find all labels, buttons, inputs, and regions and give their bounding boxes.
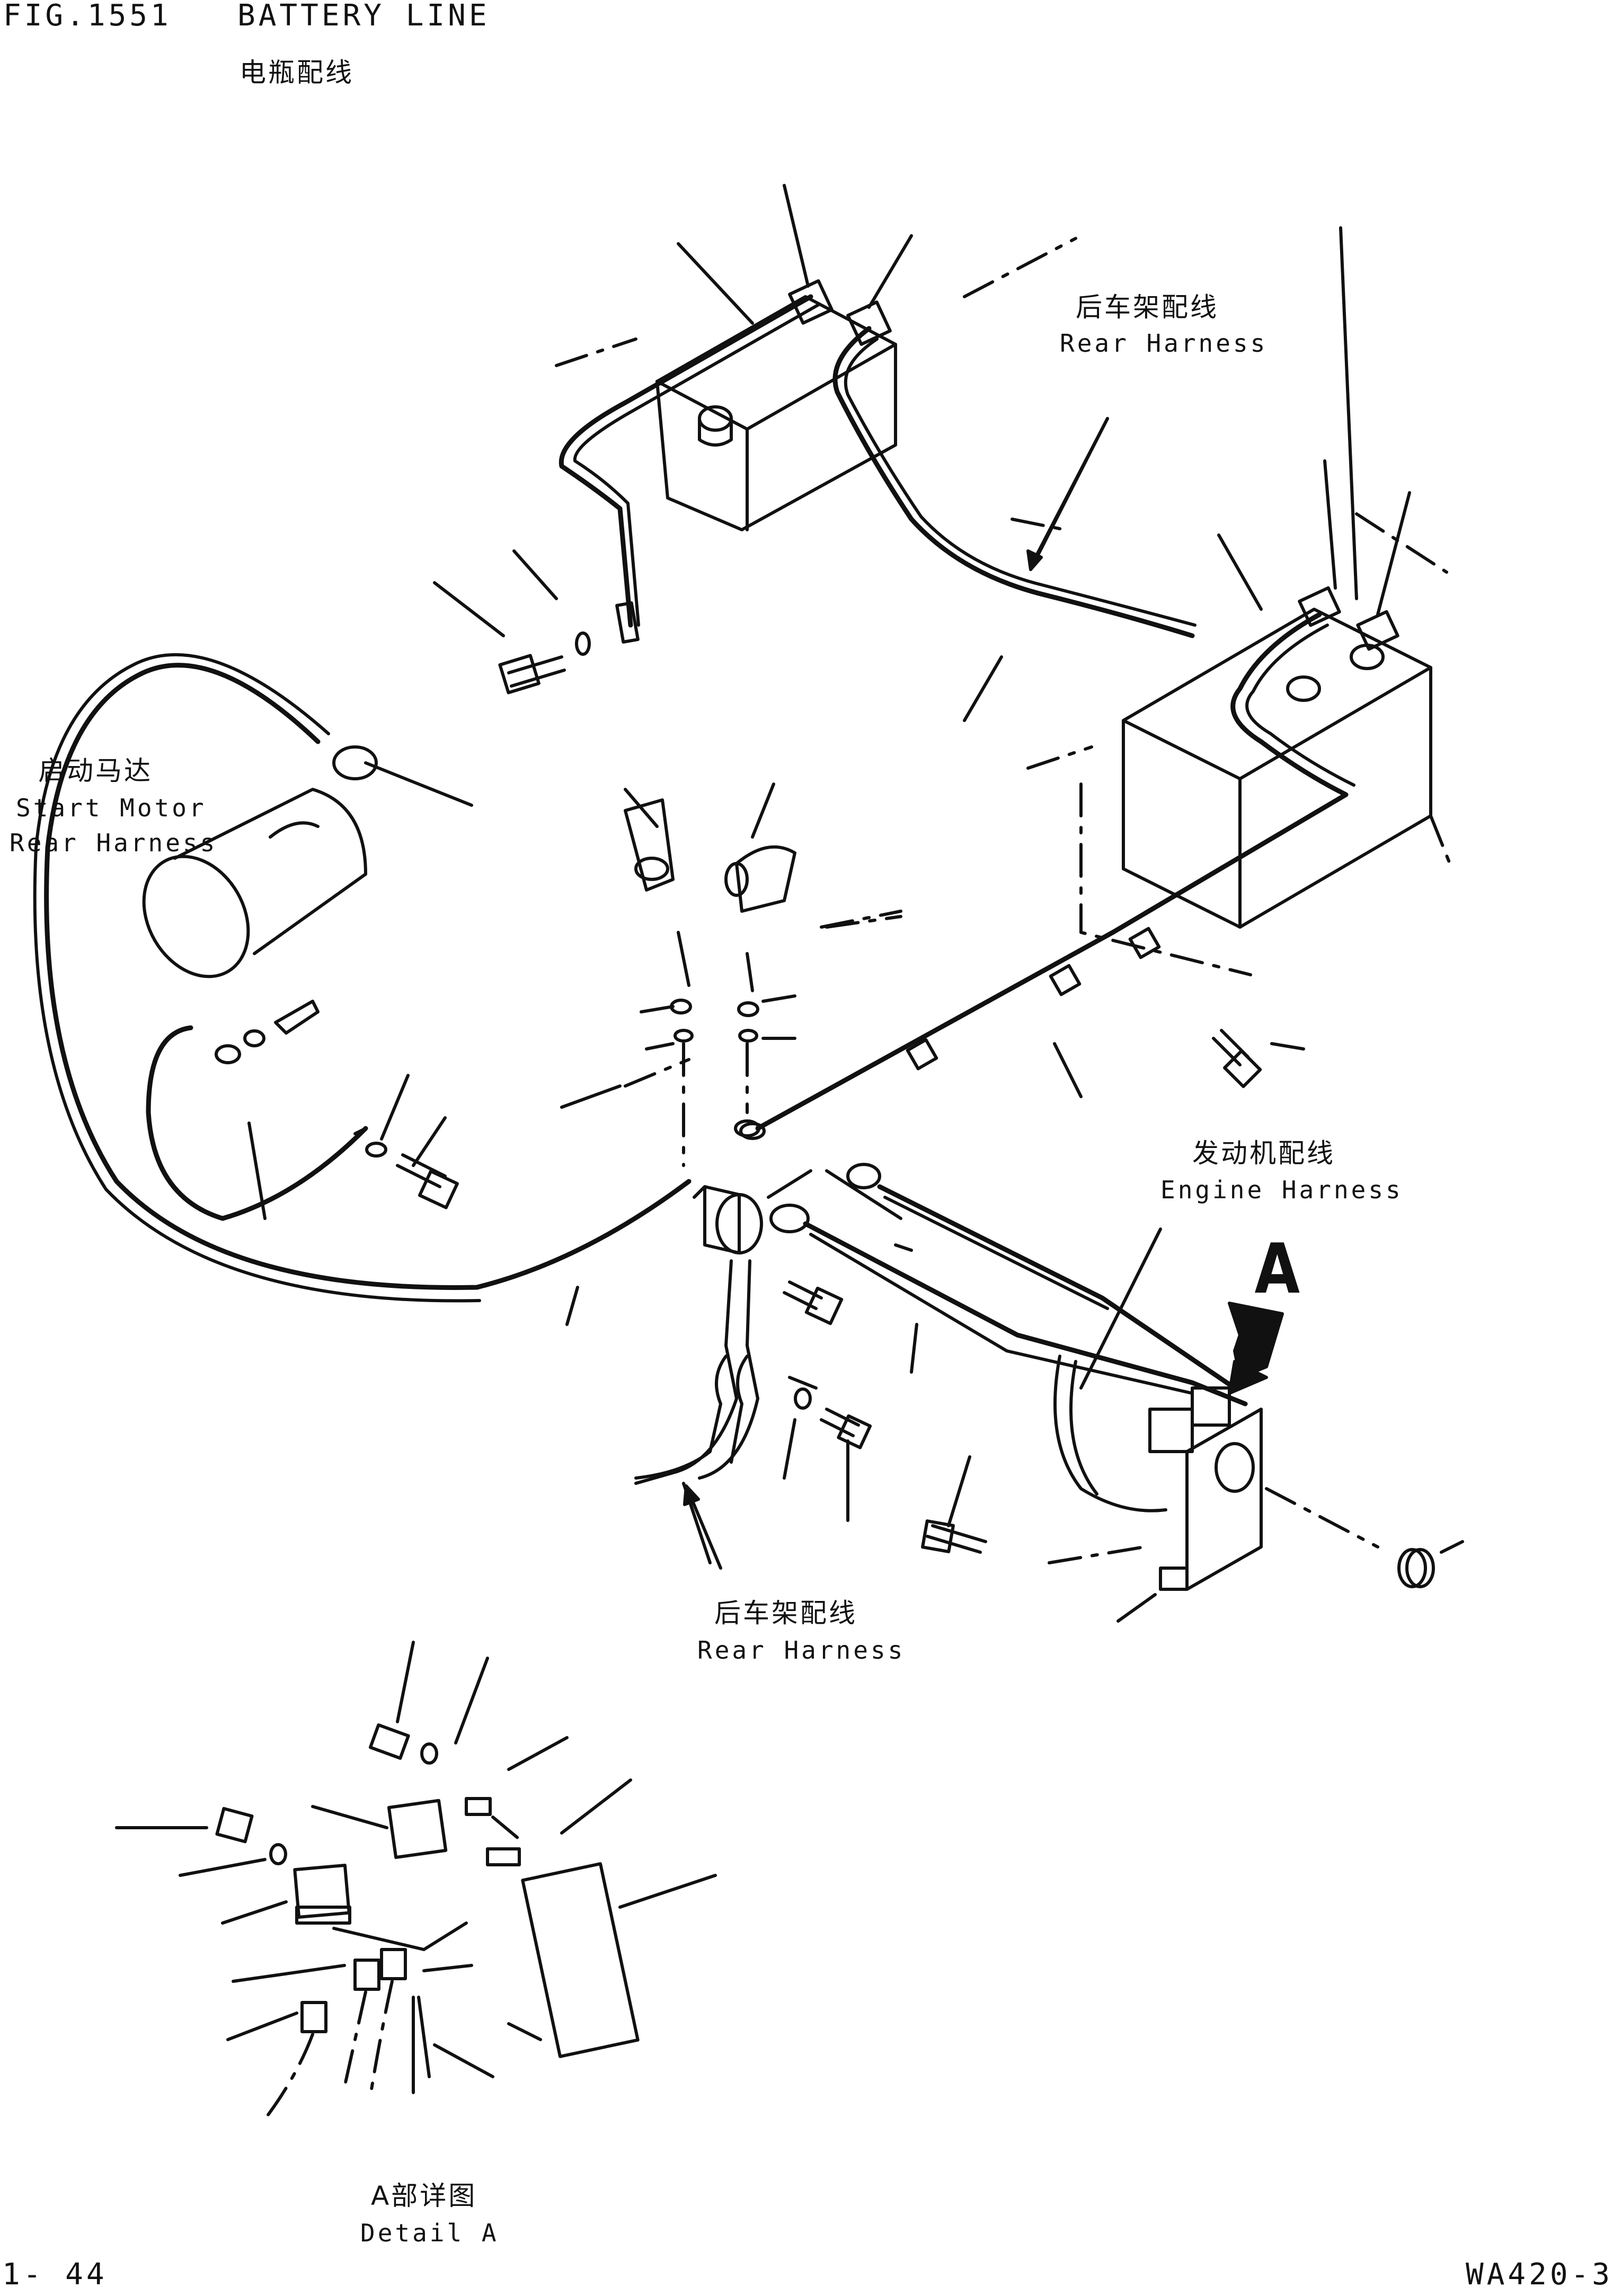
detail-a-drawing — [115, 1641, 717, 2121]
lower-center-bolts — [783, 1280, 987, 1554]
engine-harness-label-zh: 发动机配线 — [1192, 1138, 1335, 1169]
rear-harness-bottom-label: Rear Harness — [697, 1636, 906, 1665]
model-number: WA420-3 — [1466, 2257, 1613, 2292]
label-arrows — [683, 417, 1109, 1570]
start-motor-rear-harness-label: Rear Harness — [10, 829, 218, 857]
rear-harness-bottom-label-zh: 后车架配线 — [714, 1598, 857, 1628]
figure-title: BATTERY LINE — [237, 0, 490, 33]
detail-a-label: Detail A — [360, 2219, 499, 2247]
upper-battery-cable — [559, 294, 1197, 644]
page-number: 1- 44 — [2, 2257, 108, 2292]
start-motor-label-zh: 启动马达 — [38, 755, 153, 786]
view-a-arrow — [1228, 1302, 1284, 1395]
engine-harness-label: Engine Harness — [1160, 1176, 1403, 1204]
leader-lines-left — [247, 761, 473, 1220]
start-motor — [33, 653, 692, 1303]
leader-lines-top — [433, 184, 1077, 637]
detail-a-label-zh: A部详图 — [371, 2181, 477, 2211]
view-a-marker: A — [1254, 1229, 1300, 1309]
main-battery — [1079, 586, 1454, 976]
start-motor-label: Start Motor — [16, 794, 207, 822]
main-battery-cable — [739, 612, 1355, 1140]
bracket-assembly — [1048, 1227, 1464, 1623]
right-bolt — [1212, 1029, 1262, 1088]
battery-relay — [565, 1169, 812, 1485]
rear-harness-bottom-cables — [634, 1355, 749, 1564]
figure-number: FIG.1551 — [3, 0, 172, 33]
rear-harness-top-label: Rear Harness — [1060, 329, 1268, 358]
center-relay-parts — [560, 782, 902, 1167]
upper-bolt — [498, 631, 591, 695]
left-bolt — [365, 1142, 459, 1209]
engine-cables — [769, 1163, 1248, 1407]
figure-title-chinese: 电瓶配线 — [240, 57, 354, 88]
rear-harness-top-label-zh: 后车架配线 — [1076, 292, 1219, 323]
